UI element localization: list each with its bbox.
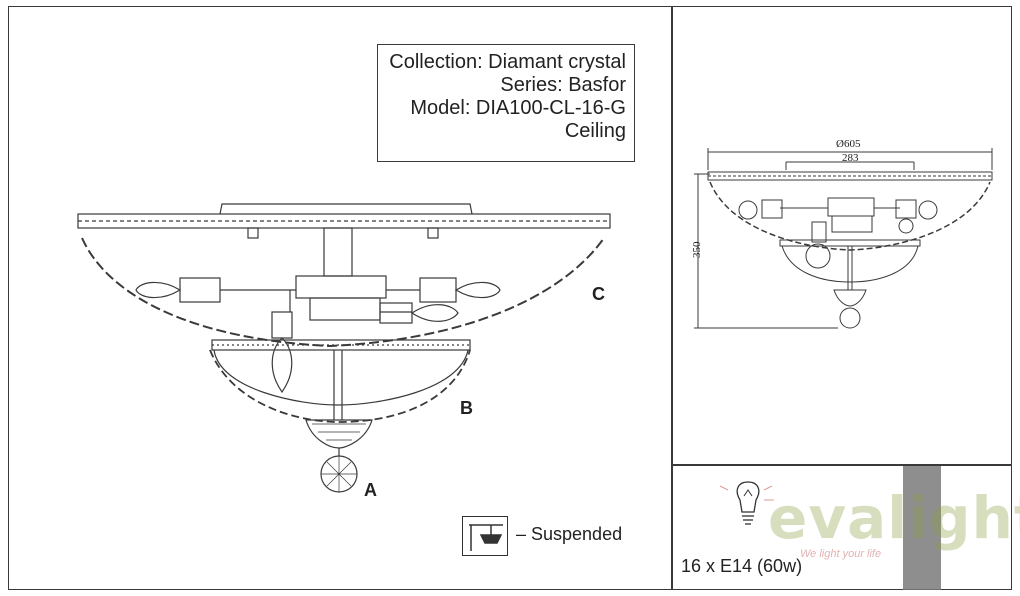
drawing-frame — [8, 6, 1012, 590]
inner-dimension: 283 — [842, 152, 859, 164]
label-a: A — [364, 480, 377, 500]
bulb-right — [454, 281, 501, 299]
bulb-spec: 16 x E14 (60w) — [681, 556, 803, 576]
height-dimension: 350 — [691, 241, 703, 258]
horizontal-divider — [671, 464, 1012, 466]
vertical-divider — [671, 6, 673, 590]
crystal-chain-c — [81, 237, 605, 348]
product-info-box: Collection: Diamant crystal Series: Basf… — [377, 44, 635, 162]
bulb-left — [135, 281, 182, 299]
diameter-dimension: Ø605 — [836, 138, 861, 150]
crystal-chain-b — [209, 349, 471, 423]
model-text: Model: DIA100-CL-16-G — [410, 97, 626, 119]
label-b: B — [460, 398, 473, 418]
bulb-lower — [271, 337, 293, 394]
logo-tagline: We light your life — [800, 548, 882, 560]
logo-bar — [903, 466, 941, 590]
series-text: Series: Basfor — [500, 74, 626, 96]
glass-bowl — [213, 349, 469, 406]
type-text: Ceiling — [564, 120, 626, 142]
suspended-mount-icon — [462, 516, 508, 556]
collection-text: Collection: Diamant crystal — [389, 51, 626, 73]
evalight-logo: evalight — [768, 484, 1020, 552]
suspended-label: – Suspended — [516, 524, 623, 544]
canopy-top — [219, 203, 473, 215]
label-c: C — [592, 284, 605, 304]
